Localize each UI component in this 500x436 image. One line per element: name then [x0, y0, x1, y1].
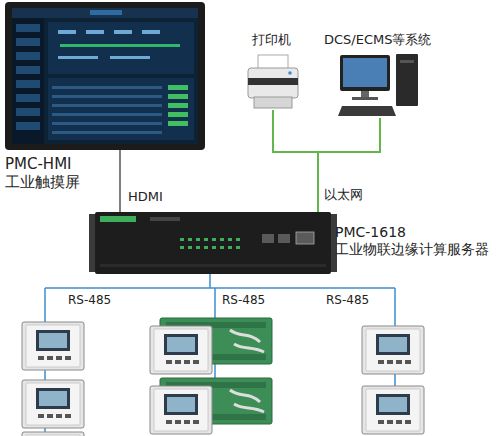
server-ethernet-port [296, 232, 314, 244]
power-meter [362, 326, 424, 374]
connector-label: 以太网 [324, 186, 363, 204]
power-meter [22, 322, 84, 370]
screen-table-rows [52, 86, 162, 134]
node-label: 打印机 [252, 32, 332, 48]
computer-drive [400, 60, 414, 63]
connector-line [318, 118, 380, 212]
printer-body [248, 68, 298, 98]
printer-tray [254, 97, 292, 108]
node-label: PMC-HMI 工业触摸屏 [5, 155, 117, 191]
monitor-bezel [5, 2, 205, 150]
computer-tower [396, 54, 418, 106]
computer-base [352, 97, 378, 100]
server-ports [262, 232, 314, 244]
server-node: PMC-1618 工业物联边缘计算服务器 [95, 212, 331, 274]
screen-status-pills [168, 85, 188, 126]
screen-sidebar [12, 18, 44, 144]
bus-label: RS-485 [222, 293, 265, 307]
node-label: DCS/ECMS等系统 [324, 32, 464, 48]
node-label: PMC-1618 工业物联边缘计算服务器 [335, 224, 500, 258]
computer-monitor [340, 55, 390, 91]
connector-line [119, 150, 121, 212]
printer-panel [248, 78, 298, 85]
server-vent [100, 264, 326, 267]
connector-label: HDMI [128, 189, 163, 204]
connector-line [273, 110, 318, 212]
computer-keyboard [338, 106, 396, 116]
screen-menu [16, 24, 40, 130]
screen-chart-bar [60, 44, 180, 47]
rs485-bus-wire [45, 274, 395, 436]
printer-light [288, 71, 292, 75]
server-badge [100, 216, 136, 222]
touch-screen-monitor [5, 2, 205, 150]
power-meter [150, 386, 212, 434]
bus-label: RS-485 [68, 293, 111, 307]
edge-server [89, 212, 337, 274]
power-meter [362, 386, 424, 434]
touch-screen-node: PMC-HMI 工业触摸屏 [5, 2, 205, 150]
power-meter [150, 326, 212, 374]
server-leds [180, 238, 240, 249]
screen-values [58, 30, 160, 59]
field-devices [22, 318, 424, 436]
screen-title-bar [90, 10, 122, 15]
server-model-plate [150, 217, 180, 221]
system-node: DCS/ECMS等系统 [338, 52, 420, 118]
server-chassis [95, 212, 331, 274]
power-meter [22, 432, 84, 436]
computer-stand [361, 91, 369, 97]
printer-icon [248, 55, 298, 108]
screen-chart-panel [48, 22, 194, 74]
monitor-screen [12, 8, 198, 144]
computer-icon [338, 54, 418, 116]
screen-header [12, 8, 198, 18]
printer-node: 打印机 [246, 52, 300, 110]
bus-label: RS-485 [326, 293, 369, 307]
screen-table-panel [48, 78, 194, 140]
power-meter [22, 380, 84, 428]
computer-screen [343, 58, 387, 87]
